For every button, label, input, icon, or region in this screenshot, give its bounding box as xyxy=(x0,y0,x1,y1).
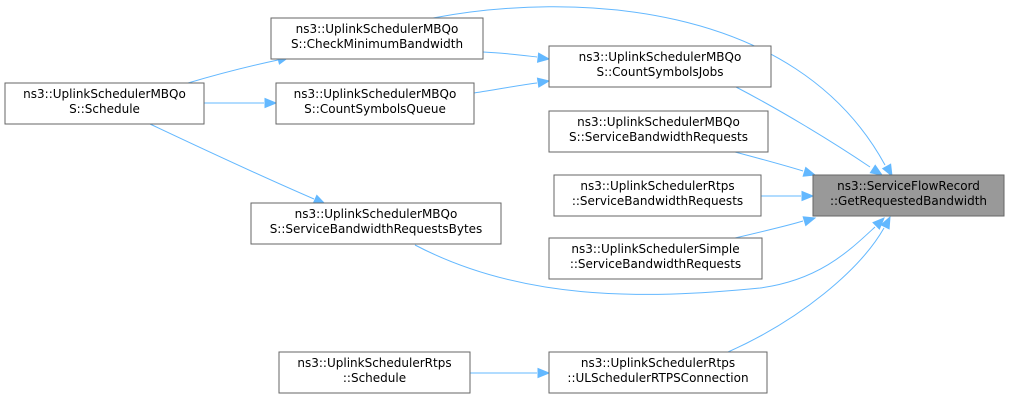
node-label-line-2: ::ServiceBandwidthRequests xyxy=(572,194,743,208)
node-mbqos-sbr[interactable]: ns3::UplinkSchedulerMBQoS::ServiceBandwi… xyxy=(548,110,769,153)
node-label-line-1: ns3::ServiceFlowRecord xyxy=(837,179,980,193)
edge-arrowhead xyxy=(802,166,817,177)
node-label-line-1: ns3::UplinkSchedulerRtps xyxy=(297,356,451,370)
edge-mbqos-count-queue-to-mbqos-count-jobs xyxy=(473,77,551,94)
node-label-line-1: ns3::UplinkSchedulerRtps xyxy=(580,179,734,193)
node-rtps-sbr[interactable]: ns3::UplinkSchedulerRtps::ServiceBandwid… xyxy=(553,174,762,217)
node-label-line-1: ns3::UplinkSchedulerMBQo xyxy=(23,87,186,101)
edge-arrowhead xyxy=(881,163,893,178)
node-label-line-2: S::CountSymbolsQueue xyxy=(304,102,446,116)
edge-mbqos-schedule-to-mbqos-sbr-bytes xyxy=(149,123,327,205)
node-rtps-ul-conn[interactable]: ns3::UplinkSchedulerRtps::ULSchedulerRTP… xyxy=(548,351,768,394)
node-label-line-2: S::Schedule xyxy=(69,102,140,116)
node-label-line-2: ::ServiceBandwidthRequests xyxy=(570,257,741,271)
node-label-line-2: S::ServiceBandwidthRequests xyxy=(569,130,748,144)
node-box xyxy=(548,110,769,153)
edge-simple-sbr-to-target xyxy=(734,216,817,239)
edge-mbqos-sbr-bytes-to-target xyxy=(414,217,885,295)
edge-rtps-ul-conn-to-target xyxy=(727,215,891,353)
node-label-line-1: ns3::UplinkSchedulerMBQo xyxy=(294,87,457,101)
edge-mbqos-schedule-to-mbqos-count-queue xyxy=(204,97,278,109)
edge-mbqos-sbr-to-target xyxy=(734,151,817,177)
node-rtps-schedule[interactable]: ns3::UplinkSchedulerRtps::Schedule xyxy=(278,351,471,394)
node-label-line-1: ns3::UplinkSchedulerMBQo xyxy=(296,22,459,36)
node-target[interactable]: ns3::ServiceFlowRecord::GetRequestedBand… xyxy=(812,174,1005,217)
node-box xyxy=(270,17,484,60)
node-box xyxy=(278,351,471,394)
node-label-line-1: ns3::UplinkSchedulerMBQo xyxy=(295,207,458,221)
edge-rtps-sbr-to-target xyxy=(761,190,815,202)
node-label-line-2: ::Schedule xyxy=(343,371,406,385)
edge-arrowhead xyxy=(801,190,815,202)
node-label-line-1: ns3::UplinkSchedulerSimple xyxy=(571,242,739,256)
node-mbqos-sbr-bytes[interactable]: ns3::UplinkSchedulerMBQoS::ServiceBandwi… xyxy=(250,202,502,245)
edge-arrowhead xyxy=(536,77,551,88)
edge-arrowhead xyxy=(880,215,891,230)
node-label-line-2: S::CountSymbolsJobs xyxy=(596,65,723,79)
call-graph-nodes: ns3::ServiceFlowRecord::GetRequestedBand… xyxy=(4,17,1005,394)
edge-mbqos-count-jobs-to-target xyxy=(735,86,884,176)
edge-arrowhead xyxy=(869,164,884,176)
node-box xyxy=(4,82,205,125)
node-box xyxy=(275,82,475,125)
edge-rtps-schedule-to-rtps-ul-conn xyxy=(470,367,551,379)
node-box xyxy=(548,237,763,280)
edge-mbqos-check-min-bw-to-target xyxy=(432,6,893,178)
node-label-line-2: S::ServiceBandwidthRequestsBytes xyxy=(270,222,483,236)
node-mbqos-count-queue[interactable]: ns3::UplinkSchedulerMBQoS::CountSymbolsQ… xyxy=(275,82,475,125)
edge-arrowhead xyxy=(802,216,817,227)
node-simple-sbr[interactable]: ns3::UplinkSchedulerSimple::ServiceBandw… xyxy=(548,237,763,280)
node-box xyxy=(553,174,762,217)
call-graph-edges xyxy=(149,6,893,379)
node-label-line-1: ns3::UplinkSchedulerRtps xyxy=(581,356,735,370)
edge-arrowhead xyxy=(264,97,278,109)
node-label-line-1: ns3::UplinkSchedulerMBQo xyxy=(577,115,740,129)
node-mbqos-count-jobs[interactable]: ns3::UplinkSchedulerMBQoS::CountSymbolsJ… xyxy=(548,45,772,88)
node-label-line-2: S::CheckMinimumBandwidth xyxy=(291,37,463,51)
node-box xyxy=(812,174,1005,217)
node-mbqos-check-min-bw[interactable]: ns3::UplinkSchedulerMBQoS::CheckMinimumB… xyxy=(270,17,484,60)
edge-arrowhead xyxy=(872,217,885,230)
node-box xyxy=(548,45,772,88)
node-box xyxy=(250,202,502,245)
edge-arrowhead xyxy=(537,367,551,379)
edge-mbqos-check-min-bw-to-mbqos-count-jobs xyxy=(482,51,551,63)
node-label-line-2: ::GetRequestedBandwidth xyxy=(830,194,987,208)
edge-arrowhead xyxy=(536,52,551,63)
node-label-line-2: ::ULSchedulerRTPSConnection xyxy=(567,371,748,385)
node-box xyxy=(548,351,768,394)
node-label-line-1: ns3::UplinkSchedulerMBQo xyxy=(579,50,742,64)
